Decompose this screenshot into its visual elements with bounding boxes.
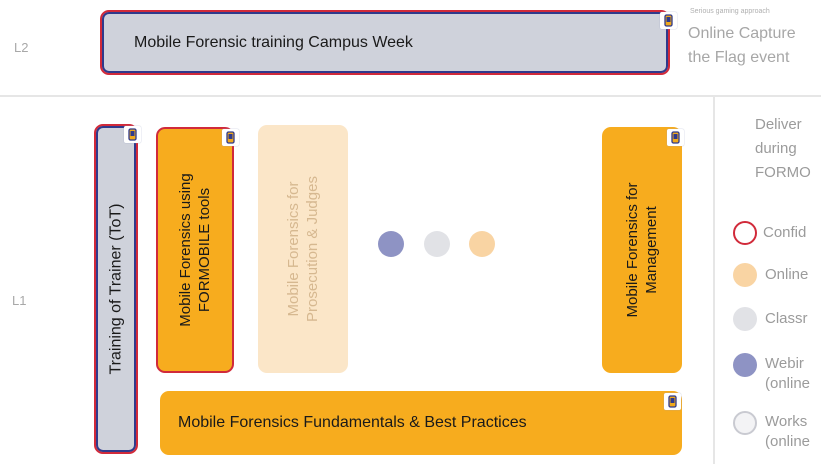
level-label-l2: L2 bbox=[14, 40, 29, 55]
prosecution-judges-label: Mobile Forensics for Prosecution & Judge… bbox=[285, 176, 321, 322]
fundamentals-label: Mobile Forensics Fundamentals & Best Pra… bbox=[178, 414, 527, 431]
delivery-line2: during bbox=[755, 140, 797, 157]
formobile-tools-label: Mobile Forensics using FORMOBILE tools bbox=[177, 173, 213, 327]
formobile-logo-icon bbox=[124, 126, 141, 143]
legend-confidential-label: Confid bbox=[763, 224, 807, 241]
campus-week-box: Mobile Forensic training Campus Week bbox=[100, 10, 670, 75]
management-box: Mobile Forensics for Management bbox=[602, 127, 682, 373]
legend-divider bbox=[713, 97, 715, 464]
ctf-title-line2: the Flag event bbox=[688, 49, 790, 66]
classroom-dot bbox=[424, 231, 450, 257]
fundamentals-box: Mobile Forensics Fundamentals & Best Pra… bbox=[160, 391, 682, 455]
legend-online-marker bbox=[733, 263, 757, 287]
formobile-logo-icon bbox=[660, 12, 677, 29]
tot-box: Training of Trainer (ToT) bbox=[94, 124, 138, 454]
legend-workshop-label: Works (online bbox=[765, 413, 811, 450]
webinar-dot bbox=[378, 231, 404, 257]
prosecution-judges-box: Mobile Forensics for Prosecution & Judge… bbox=[258, 125, 348, 373]
delivery-line1: Deliver bbox=[755, 116, 802, 133]
ctf-title-line1: Online Capture bbox=[688, 25, 796, 42]
legend-online-label: Online bbox=[765, 266, 809, 283]
online-dot bbox=[469, 231, 495, 257]
ctf-small-label: Serious gaming approach bbox=[690, 8, 770, 15]
tot-label: Training of Trainer (ToT) bbox=[107, 203, 125, 375]
formobile-tools-box: Mobile Forensics using FORMOBILE tools bbox=[156, 127, 234, 373]
legend-workshop-marker bbox=[733, 411, 757, 435]
legend-webinar-label: Webir (online bbox=[765, 355, 811, 392]
campus-week-label: Mobile Forensic training Campus Week bbox=[134, 33, 413, 51]
management-label: Mobile Forensics for Management bbox=[624, 182, 660, 318]
ctf-title: Online Capture the Flag event bbox=[688, 22, 796, 70]
level-label-l1: L1 bbox=[12, 293, 27, 308]
legend-classroom-marker bbox=[733, 307, 757, 331]
formobile-logo-icon bbox=[664, 393, 681, 410]
formobile-logo-icon bbox=[667, 129, 684, 146]
level-divider bbox=[0, 95, 821, 97]
delivery-line3: FORMO bbox=[755, 164, 811, 181]
formobile-logo-icon bbox=[222, 129, 239, 146]
delivery-heading: Deliver during FORMO bbox=[755, 113, 811, 185]
legend-webinar-marker bbox=[733, 353, 757, 377]
legend-confidential-marker bbox=[733, 221, 757, 245]
legend-classroom-label: Classr bbox=[765, 310, 808, 327]
